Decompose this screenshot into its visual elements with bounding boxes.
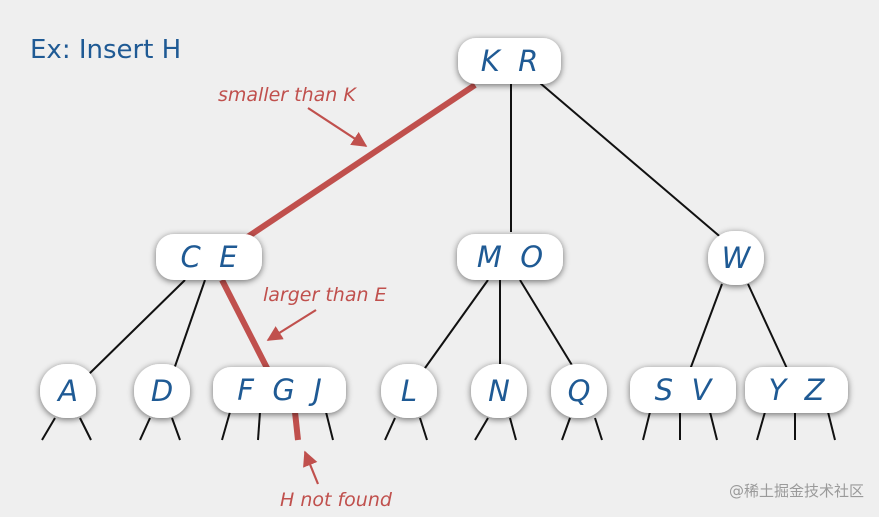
node-sv-keys: S V bbox=[655, 373, 714, 407]
node-l-keys: L bbox=[401, 374, 417, 408]
label-larger-than-e: larger than E bbox=[263, 284, 387, 306]
path-root-to-ce bbox=[244, 82, 477, 241]
edge-ce-a bbox=[87, 279, 186, 376]
node-mo-keys: M O bbox=[477, 240, 543, 274]
path-ce-to-fgj bbox=[219, 278, 271, 372]
node-sv: S V bbox=[630, 367, 736, 413]
path-fgj-null bbox=[292, 411, 301, 441]
edge-root-w bbox=[539, 82, 725, 241]
edge-mo-q bbox=[519, 279, 579, 376]
node-a: A bbox=[40, 364, 96, 418]
node-fgj-keys: F G J bbox=[237, 373, 322, 407]
node-q-keys: Q bbox=[568, 374, 591, 408]
edge-w-sv bbox=[687, 283, 723, 376]
node-yz: Y Z bbox=[745, 367, 848, 413]
edge-mo-l bbox=[419, 279, 489, 376]
label-h-not-found: H not found bbox=[280, 489, 393, 511]
node-d-keys: D bbox=[151, 374, 173, 408]
node-ce-keys: C E bbox=[180, 240, 238, 274]
node-w-keys: W bbox=[722, 241, 752, 275]
edge-ce-d bbox=[171, 279, 206, 376]
node-q: Q bbox=[551, 364, 607, 418]
edge-w-yz bbox=[747, 283, 791, 376]
node-n-keys: N bbox=[488, 374, 510, 408]
diagram-title: Ex: Insert H bbox=[30, 35, 181, 65]
label-smaller-than-k: smaller than K bbox=[218, 84, 357, 106]
arrow-not-found bbox=[303, 450, 320, 485]
node-kr-keys: K R bbox=[481, 44, 539, 78]
arrow-smaller bbox=[307, 107, 368, 147]
node-a-keys: A bbox=[56, 374, 78, 408]
node-fgj: F G J bbox=[213, 367, 346, 413]
arrow-larger bbox=[266, 309, 317, 341]
node-mo: M O bbox=[457, 234, 563, 280]
annotation-arrows bbox=[266, 107, 368, 485]
leaf-stubs bbox=[41, 411, 836, 441]
search-path bbox=[219, 82, 477, 441]
node-ce: C E bbox=[156, 234, 262, 280]
node-d: D bbox=[134, 364, 190, 418]
tree-edges bbox=[87, 82, 791, 376]
node-w: W bbox=[708, 231, 764, 285]
node-n: N bbox=[471, 364, 527, 418]
node-yz-keys: Y Z bbox=[768, 373, 825, 407]
node-kr: K R bbox=[458, 38, 561, 84]
watermark: @稀土掘金技术社区 bbox=[729, 482, 864, 500]
node-l: L bbox=[381, 364, 437, 418]
